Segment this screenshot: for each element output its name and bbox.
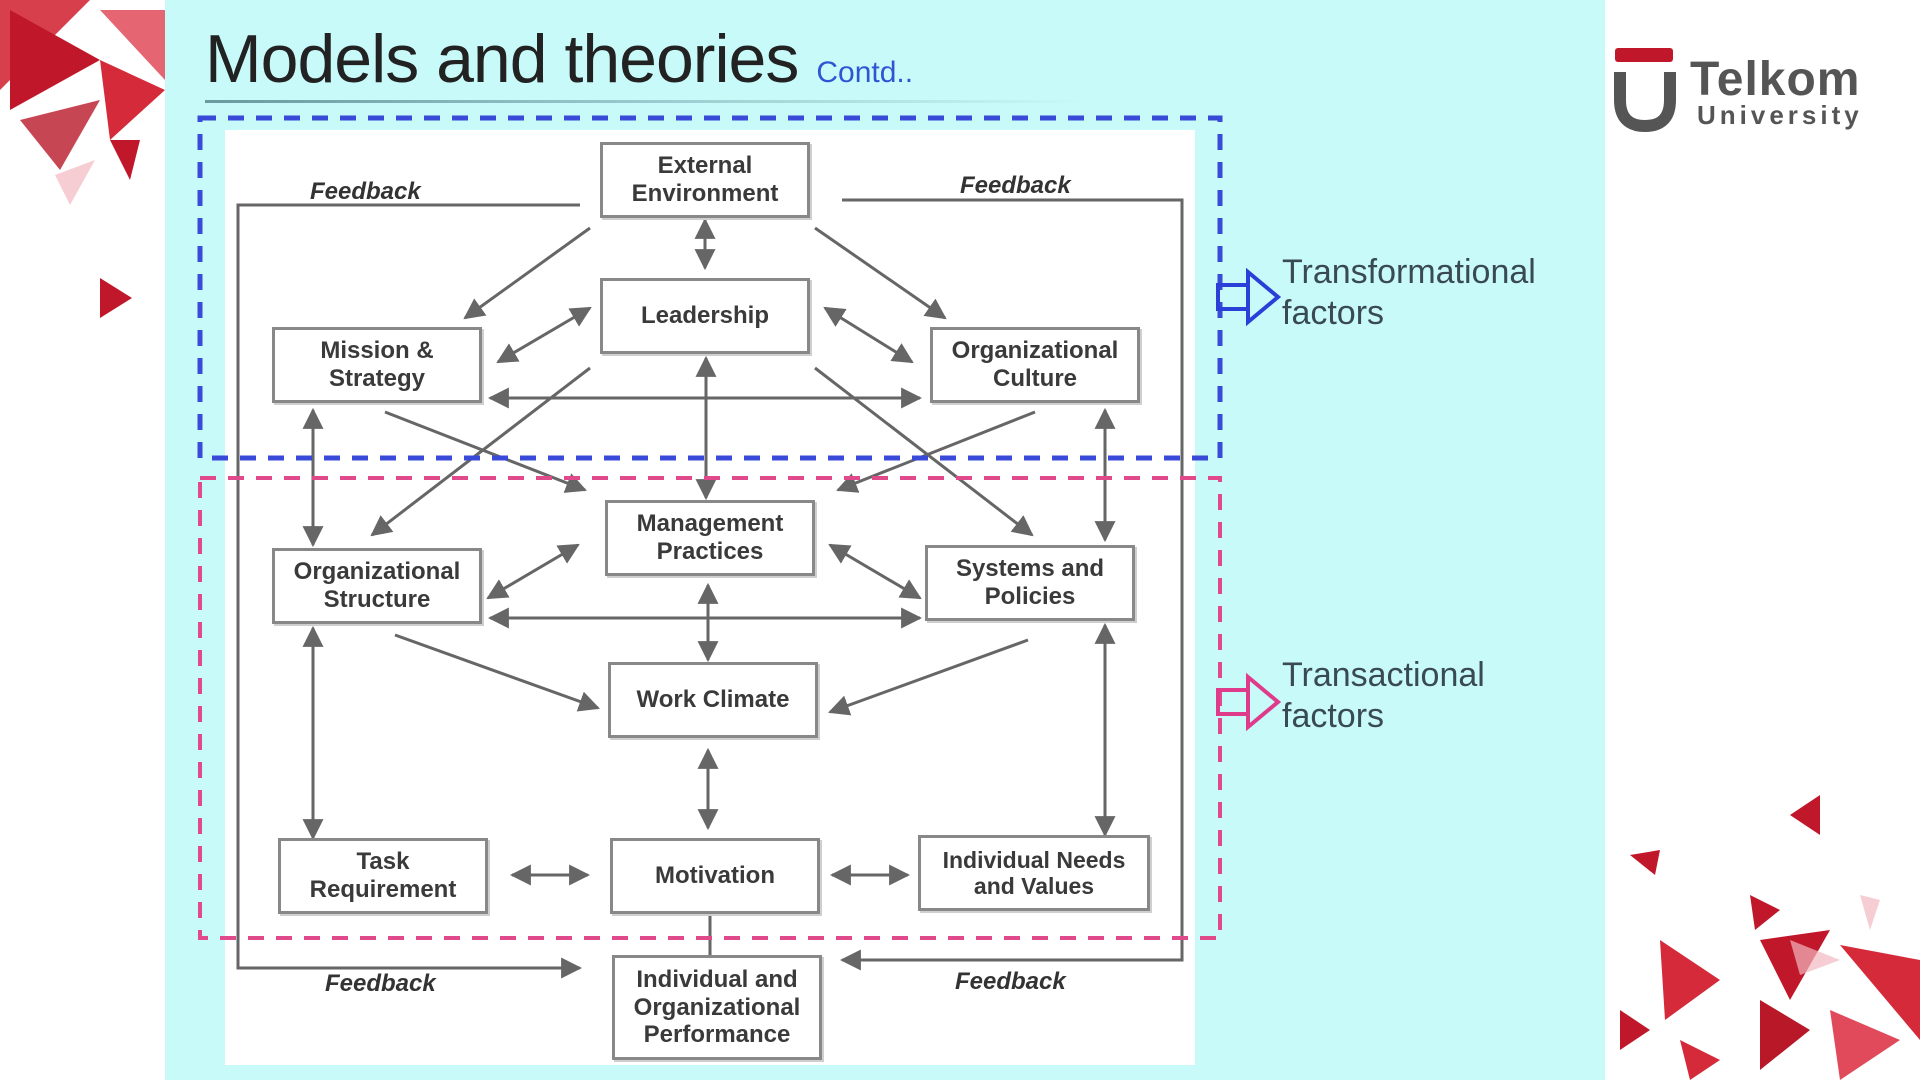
arrow-env-culture: [814, 226, 947, 320]
feedback-label-bottom-right: Feedback: [955, 968, 1066, 995]
arrow-env-mission: [463, 226, 591, 320]
feedback-loop-left: [236, 203, 583, 979]
node-motivation: Motivation: [610, 838, 820, 914]
deco-triangle: [1750, 895, 1780, 930]
node-management-practices: Management Practices: [605, 500, 815, 576]
transactional-arrow-icon: [1216, 672, 1282, 732]
slide-title: Models and theories Contd..: [205, 20, 913, 98]
deco-triangle: [55, 160, 95, 205]
title-text: Models and theories: [205, 21, 799, 97]
feedback-label-top-left: Feedback: [310, 178, 421, 205]
arrow-leadership-structure: [370, 366, 591, 537]
arrow-systems-climate: [828, 638, 1029, 716]
slide-bullet-icon: [100, 278, 132, 318]
title-underline: [205, 100, 1085, 103]
feedback-loop-right: [839, 198, 1184, 971]
deco-triangle: [1760, 930, 1830, 1000]
deco-triangle: [1830, 1010, 1900, 1080]
deco-triangle: [1660, 940, 1720, 1020]
node-organizational-culture: Organizational Culture: [930, 327, 1140, 403]
feedback-label-top-right: Feedback: [960, 172, 1071, 199]
deco-triangle: [20, 100, 100, 170]
logo-subtitle: University: [1697, 100, 1863, 130]
deco-triangle: [1630, 850, 1660, 875]
node-task-requirement: Task Requirement: [278, 838, 488, 914]
node-individual-needs: Individual Needs and Values: [918, 835, 1150, 911]
transformational-arrow-icon: [1216, 267, 1282, 327]
arrow-leadership-mission: [496, 306, 592, 364]
logo-name: Telkom: [1690, 53, 1861, 106]
node-systems-policies: Systems and Policies: [925, 545, 1135, 621]
arrow-leadership-culture: [823, 306, 914, 364]
arrow-management-structure: [486, 543, 580, 600]
node-performance: Individual and Organizational Performanc…: [612, 955, 822, 1060]
deco-triangle: [1840, 945, 1920, 1040]
deco-triangle: [10, 10, 100, 110]
deco-triangle: [1760, 1000, 1810, 1070]
deco-triangle: [1620, 1010, 1650, 1050]
arrow-management-systems: [828, 543, 922, 600]
feedback-label-bottom-left: Feedback: [325, 970, 436, 997]
deco-triangle: [110, 140, 140, 180]
arrow-leadership-systems: [814, 366, 1034, 537]
deco-triangle: [100, 10, 165, 80]
node-mission-strategy: Mission & Strategy: [272, 327, 482, 403]
node-external-environment: External Environment: [600, 142, 810, 218]
transactional-region: [198, 476, 1222, 940]
title-suffix: Contd..: [816, 56, 914, 89]
deco-triangle: [1790, 795, 1820, 835]
arrow-culture-management: [836, 410, 1036, 493]
deco-triangle: [100, 60, 165, 140]
deco-triangle: [1860, 895, 1880, 930]
node-organizational-structure: Organizational Structure: [272, 548, 482, 624]
transactional-factors-label: Transactional factors: [1282, 656, 1485, 735]
deco-triangle: [1790, 940, 1840, 975]
transformational-factors-label: Transformational factors: [1282, 253, 1536, 332]
deco-triangle: [1680, 1040, 1720, 1080]
arrow-structure-climate: [394, 633, 600, 712]
node-work-climate: Work Climate: [608, 662, 818, 738]
node-leadership: Leadership: [600, 278, 810, 354]
